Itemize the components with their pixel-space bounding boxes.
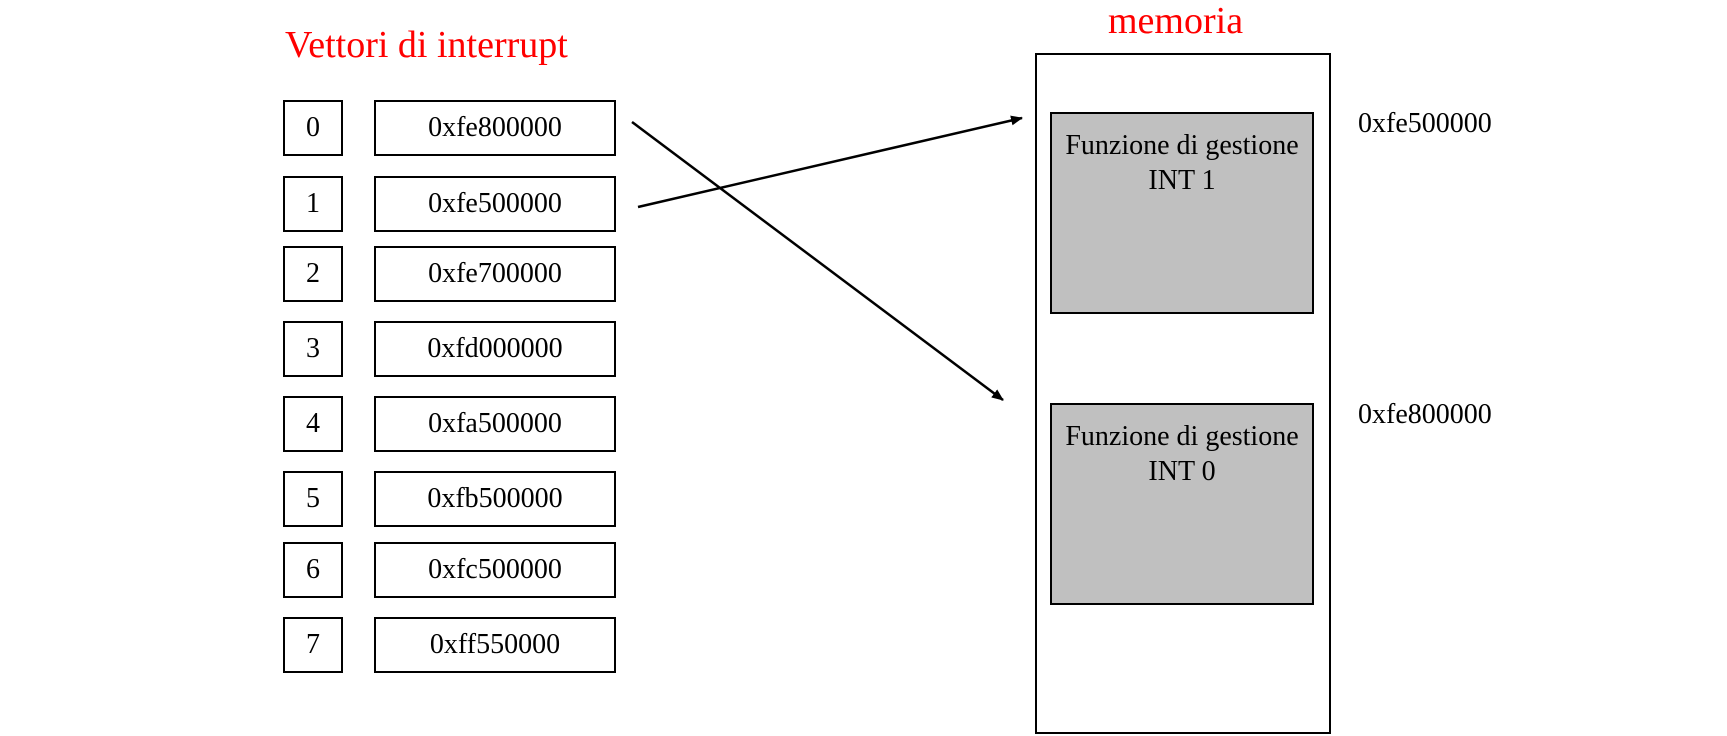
vector-address-box: 0xfd000000 (374, 321, 616, 377)
handler-label-line1: Funzione di gestione (1065, 421, 1299, 452)
vector-address-box: 0xfb500000 (374, 471, 616, 527)
arrow-int0-to-handler (631, 120, 1004, 402)
vector-address-box: 0xfc500000 (374, 542, 616, 598)
memory-title: memoria (1108, 0, 1244, 42)
vector-address-box: 0xfe700000 (374, 246, 616, 302)
memory-block (1035, 53, 1331, 734)
vector-index-box: 5 (283, 471, 343, 527)
vector-index-box: 6 (283, 542, 343, 598)
arrow-int1-to-handler (637, 115, 1023, 209)
vector-address-box: 0xfa500000 (374, 396, 616, 452)
vector-index-box: 4 (283, 396, 343, 452)
handler-int0-block: Funzione di gestione INT 0 (1050, 403, 1314, 605)
handler-int1-block: Funzione di gestione INT 1 (1050, 112, 1314, 314)
handler-label-line2: INT 0 (1148, 456, 1216, 487)
vector-address-box: 0xfe500000 (374, 176, 616, 232)
vector-index-box: 2 (283, 246, 343, 302)
memory-address-label: 0xfe500000 (1358, 108, 1492, 139)
handler-label-line2: INT 1 (1148, 165, 1216, 196)
vector-index-box: 1 (283, 176, 343, 232)
vector-table-title: Vettori di interrupt (285, 24, 568, 66)
vector-address-box: 0xff550000 (374, 617, 616, 673)
vector-index-box: 7 (283, 617, 343, 673)
memory-address-label: 0xfe800000 (1358, 399, 1492, 430)
vector-address-box: 0xfe800000 (374, 100, 616, 156)
handler-label-line1: Funzione di gestione (1065, 130, 1299, 161)
vector-index-box: 3 (283, 321, 343, 377)
vector-index-box: 0 (283, 100, 343, 156)
